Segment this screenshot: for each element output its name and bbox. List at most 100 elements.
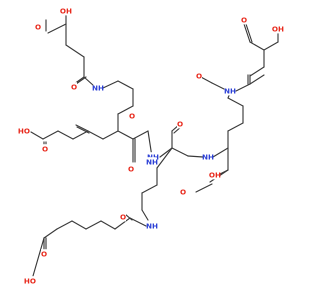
atom-label-bg [19, 126, 29, 136]
atom-label-acid-top-left-o: O [35, 22, 41, 32]
atom-label-bg [128, 164, 134, 174]
bond-56 [195, 183, 213, 193]
atom-label-acid-alpha-o: O [180, 187, 186, 197]
bond-21 [30, 131, 44, 140]
bond-43 [100, 220, 116, 230]
atom-label-bg [61, 6, 71, 16]
atom-label-bg [241, 15, 247, 25]
atom-label-text: NH [202, 153, 214, 162]
atom-label-acid-top-left: OH [60, 6, 72, 16]
bond-20 [42, 130, 59, 140]
atom-label-text: O [71, 83, 77, 92]
atom-label-nh-top-left: NH [92, 83, 104, 93]
atom-label-text: OH [272, 25, 284, 34]
bond-71 [245, 23, 253, 43]
atom-label-bg [41, 249, 47, 259]
atom-label-bg [147, 157, 157, 167]
bond-12 [117, 105, 134, 115]
atom-label-bg [147, 221, 157, 231]
atom-label-text: HO [24, 277, 36, 286]
bond-layer [30, 10, 279, 277]
bond-19 [57, 130, 74, 140]
atom-label-bg [210, 170, 220, 180]
atom-label-acid-bottom-o: O [41, 249, 47, 259]
bond-41 [124, 213, 133, 221]
atom-label-bg [42, 144, 48, 154]
atom-label-amide-center-o: O [128, 164, 134, 174]
bond-7 [75, 76, 87, 85]
atom-label-text: O [196, 72, 202, 81]
bond-59 [227, 97, 244, 107]
bond-67 [263, 41, 279, 51]
bond-33 [171, 147, 189, 157]
bond-15 [87, 130, 104, 140]
bond-51 [212, 147, 229, 158]
atom-label-bg [180, 187, 186, 197]
atom-label-acid-bottom: HO [24, 276, 36, 286]
atom-label-text: OH [60, 7, 72, 16]
bond-35 [156, 147, 173, 169]
atom-label-nh-center: NH [146, 157, 158, 167]
atom-label-bg [71, 82, 77, 92]
bond-14 [102, 130, 119, 140]
bond-57 [227, 122, 244, 132]
atom-label-acid-alpha: OH [209, 170, 221, 180]
atom-label-text: NH [146, 222, 158, 231]
atom-label-text: OH [209, 171, 221, 180]
atom-label-nh-left: NH [147, 152, 159, 162]
atom-label-text: O [180, 188, 186, 197]
bond-27 [132, 130, 149, 140]
bond-42 [114, 217, 131, 230]
atom-label-text: NH [92, 84, 104, 93]
atom-label-text: NH [224, 87, 236, 96]
bond-9 [102, 80, 119, 89]
bond-10 [117, 80, 134, 90]
bond-1 [47, 23, 67, 34]
atom-label-bg [35, 22, 41, 32]
atom-label-amide-right-o: O [196, 71, 202, 81]
bond-16 [75, 124, 89, 132]
atom-label-bg [203, 152, 213, 162]
atom-label-text: O [129, 112, 135, 121]
atom-label-text: NH [146, 158, 158, 167]
bond-44 [85, 220, 102, 230]
atom-label-nh-bottom: NH [146, 221, 158, 231]
bond-39 [141, 209, 149, 221]
bond-29 [159, 147, 173, 158]
atom-label-acid-top-right-o: O [241, 15, 247, 25]
atom-label-bg [129, 111, 135, 121]
atom-label-bg [177, 119, 183, 129]
atom-label-text: O [128, 165, 134, 174]
bond-65 [249, 66, 265, 77]
atom-label-text: O [177, 120, 183, 129]
bond-8 [83, 76, 95, 87]
atom-label-bg [93, 83, 103, 93]
bond-70 [243, 23, 251, 43]
bond-61 [235, 83, 251, 92]
atom-label-text: O [35, 23, 41, 32]
bond-18 [72, 130, 89, 140]
bond-46 [56, 220, 73, 230]
atom-label-text: O [120, 213, 126, 222]
bond-73 [211, 82, 225, 90]
atom-label-amide-bottom-o: O [120, 212, 126, 222]
bond-37 [141, 184, 158, 194]
atom-label-nh-right-center: NH [202, 152, 214, 162]
atom-label-text: HO [18, 127, 30, 136]
bond-4 [65, 44, 85, 58]
bond-69 [249, 41, 265, 51]
bond-34 [187, 155, 204, 158]
atom-label-acid-left: HO [18, 126, 30, 136]
atom-label-bg [25, 276, 35, 286]
atom-label-amide-right-center-o: O [177, 119, 183, 129]
atom-label-text: O [241, 16, 247, 25]
atom-label-bg [196, 71, 202, 81]
bond-45 [71, 220, 87, 230]
atom-label-amide-left-o: O [129, 111, 135, 121]
bond-24 [117, 130, 134, 140]
atom-label-nh-right: NH [224, 86, 236, 96]
bond-50 [32, 237, 45, 277]
atom-label-bg [120, 212, 126, 222]
atom-label-acid-left-o: O [42, 144, 48, 154]
